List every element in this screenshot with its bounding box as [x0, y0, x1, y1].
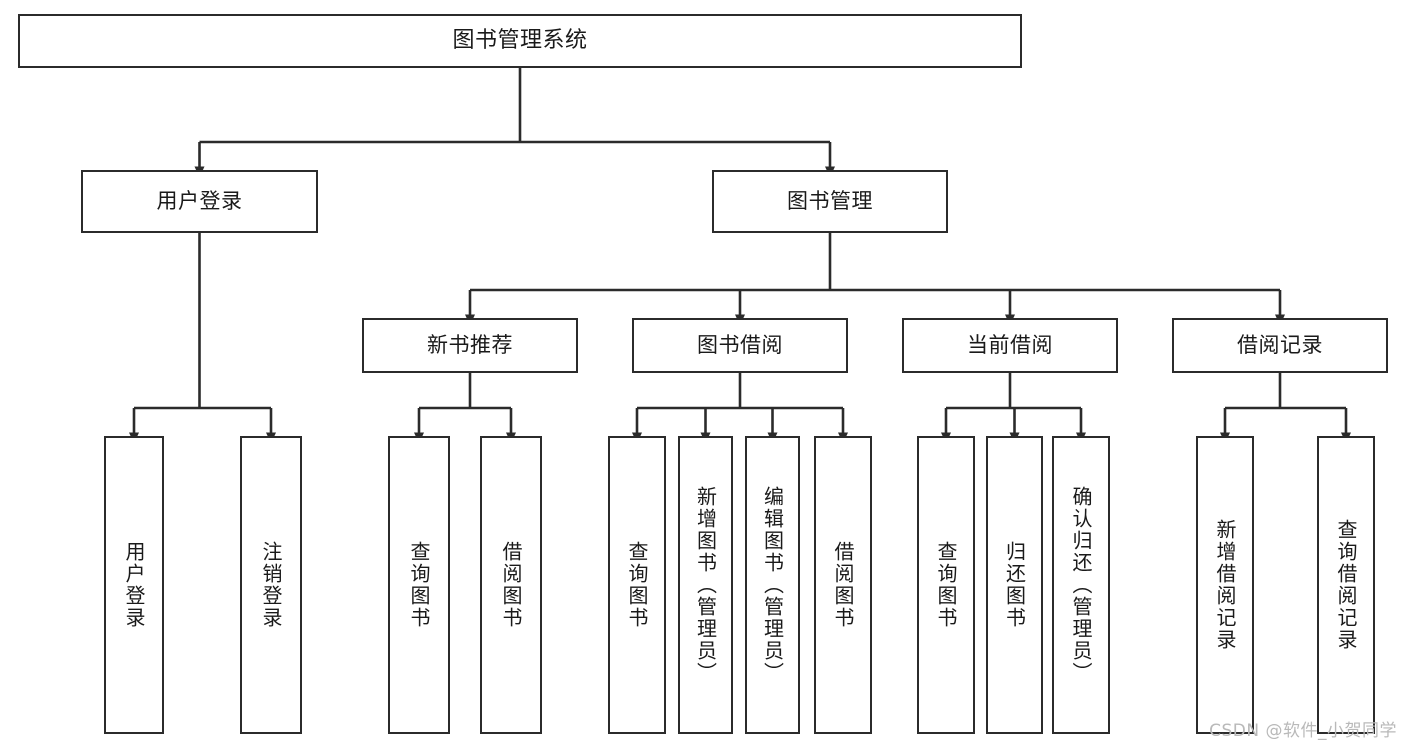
- node-current[interactable]: 当前借阅: [902, 318, 1118, 373]
- node-label: 图书借阅: [697, 333, 783, 358]
- watermark: CSDN @软件_小贺同学: [1209, 721, 1397, 741]
- node-label: 当前借阅: [967, 333, 1053, 358]
- node-label: 确认归还（管理员）: [1069, 486, 1093, 684]
- node-label: 新增借阅记录: [1213, 519, 1237, 651]
- node-label: 新增图书（管理员）: [693, 486, 718, 684]
- node-leaf-current-3[interactable]: 确认归还（管理员）: [1052, 436, 1110, 734]
- node-newbook[interactable]: 新书推荐: [362, 318, 578, 373]
- node-leaf-record-1[interactable]: 新增借阅记录: [1196, 436, 1254, 734]
- node-label: 新书推荐: [427, 333, 513, 358]
- node-record[interactable]: 借阅记录: [1172, 318, 1388, 373]
- node-leaf-borrow-2[interactable]: 新增图书（管理员）: [678, 436, 733, 734]
- node-borrow[interactable]: 图书借阅: [632, 318, 848, 373]
- node-bookmgmt[interactable]: 图书管理: [712, 170, 948, 233]
- node-login[interactable]: 用户登录: [81, 170, 318, 233]
- node-label: 归还图书: [1002, 541, 1027, 629]
- node-leaf-borrow-1[interactable]: 查询图书: [608, 436, 666, 734]
- node-label: 借阅记录: [1237, 333, 1323, 358]
- node-label: 编辑图书（管理员）: [760, 486, 785, 684]
- node-leaf-login-1[interactable]: 用户登录: [104, 436, 164, 734]
- node-label: 图书管理系统: [452, 28, 588, 54]
- node-label: 图书管理: [787, 189, 873, 214]
- node-root[interactable]: 图书管理系统: [18, 14, 1022, 68]
- node-leaf-current-1[interactable]: 查询图书: [917, 436, 975, 734]
- node-label: 注销登录: [259, 541, 283, 629]
- node-label: 查询图书: [407, 541, 431, 629]
- node-leaf-current-2[interactable]: 归还图书: [986, 436, 1043, 734]
- node-leaf-borrow-4[interactable]: 借阅图书: [814, 436, 872, 734]
- node-leaf-newbook-1[interactable]: 查询图书: [388, 436, 450, 734]
- node-label: 用户登录: [122, 541, 146, 629]
- node-label: 查询借阅记录: [1334, 519, 1358, 651]
- node-label: 用户登录: [156, 189, 243, 214]
- node-label: 借阅图书: [831, 541, 855, 629]
- node-leaf-record-2[interactable]: 查询借阅记录: [1317, 436, 1375, 734]
- node-leaf-newbook-2[interactable]: 借阅图书: [480, 436, 542, 734]
- node-label: 查询图书: [625, 541, 649, 629]
- node-leaf-borrow-3[interactable]: 编辑图书（管理员）: [745, 436, 800, 734]
- node-label: 查询图书: [934, 541, 958, 629]
- node-label: 借阅图书: [499, 541, 523, 629]
- node-leaf-login-2[interactable]: 注销登录: [240, 436, 302, 734]
